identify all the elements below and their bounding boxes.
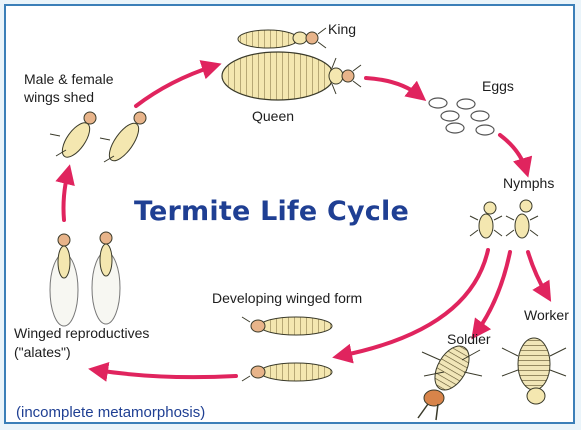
queen-termite <box>222 52 361 100</box>
arrow-winged-to-shed <box>64 172 69 220</box>
arrow-developing-to-winged <box>96 370 236 377</box>
label-developing: Developing winged form <box>212 290 362 306</box>
label-king: King <box>328 21 356 37</box>
label-winged-line2: ("alates") <box>14 344 71 360</box>
arrow-shed-to-queen <box>136 66 214 106</box>
king-termite <box>238 28 326 48</box>
arrow-nymphs-to-soldier <box>476 252 510 333</box>
label-shed-line1: Male & female <box>24 71 113 87</box>
arrow-queen-to-eggs <box>366 78 420 96</box>
eggs-cluster <box>429 98 494 135</box>
worker-termite <box>502 338 566 404</box>
label-winged-line1: Winged reproductives <box>14 325 149 341</box>
label-eggs: Eggs <box>482 78 514 94</box>
dealate-termites <box>50 112 146 165</box>
arrow-nymphs-to-worker <box>528 252 547 295</box>
diagram-subtitle: (incomplete metamorphosis) <box>16 404 205 421</box>
diagram-title: Termite Life Cycle <box>134 196 409 227</box>
arrow-eggs-to-nymphs <box>500 135 526 170</box>
label-shed-line2: wings shed <box>24 89 94 105</box>
label-nymphs: Nymphs <box>503 175 554 191</box>
developing-winged-termites <box>242 317 332 381</box>
label-queen: Queen <box>252 108 294 124</box>
soldier-termite <box>418 340 482 420</box>
nymph-termites <box>470 200 538 238</box>
alate-termites <box>50 232 120 326</box>
label-worker: Worker <box>524 307 569 323</box>
label-soldier: Soldier <box>447 331 491 347</box>
